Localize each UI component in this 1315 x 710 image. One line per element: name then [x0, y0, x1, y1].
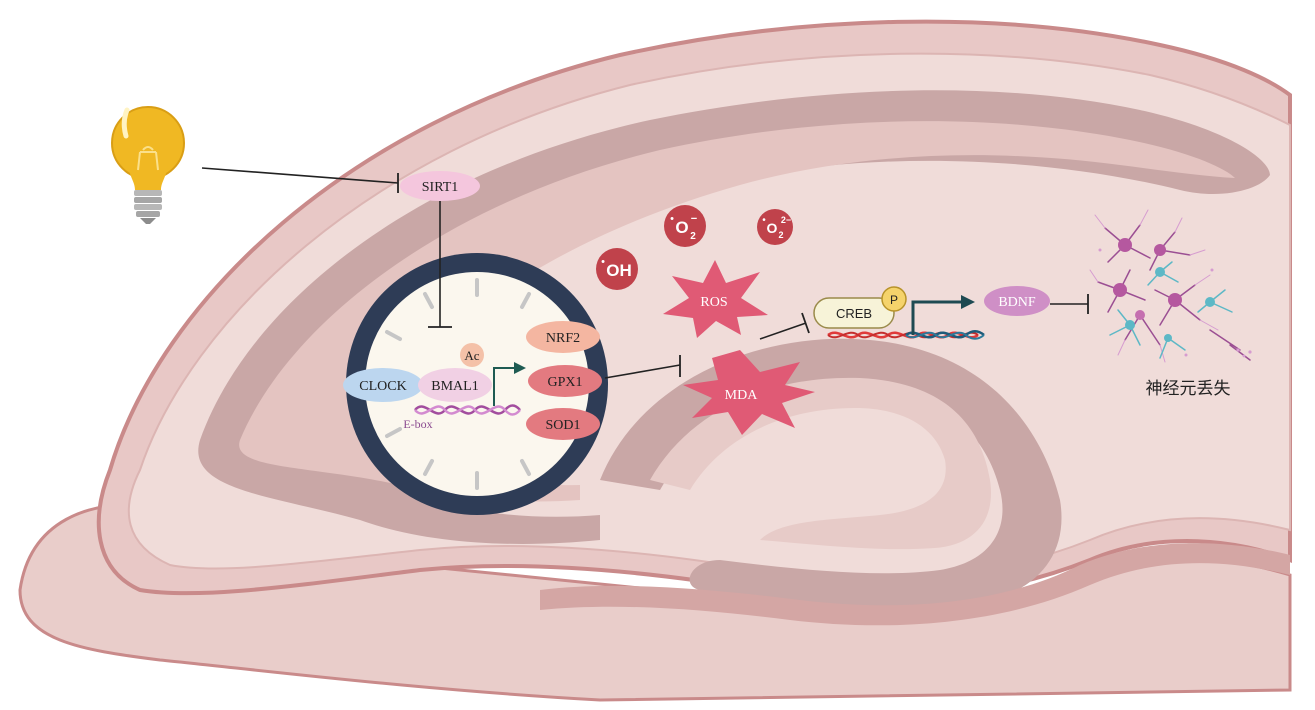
ebox-label: E-box	[403, 417, 432, 431]
bmal1-label: BMAL1	[431, 379, 478, 394]
dna-helix-icon: E-box	[403, 404, 521, 431]
light-bulb-icon	[111, 106, 185, 224]
ros-label: ROS	[700, 295, 727, 310]
hydroxyl-label: OH	[606, 261, 632, 280]
bmal1-node: BMAL1	[418, 368, 492, 402]
brain-section	[18, 19, 1292, 702]
creb-node: CREB	[813, 297, 895, 329]
neuron-cluster-icon	[1089, 209, 1252, 363]
ros-star: ROS	[663, 260, 768, 338]
creb-dna-helix	[827, 330, 985, 340]
peroxide-sup: 2−	[781, 215, 791, 225]
sod1-node: SOD1	[526, 408, 600, 440]
neuron-loss-label: 神经元丢失	[1146, 379, 1231, 399]
phospho-label: P	[890, 293, 898, 307]
acetyl-node: Ac	[460, 343, 484, 367]
peroxide-radical: • O 2 2−	[757, 209, 793, 245]
nrf2-label: NRF2	[546, 331, 580, 346]
peroxide-base: O	[767, 220, 778, 236]
phospho-node: P	[881, 286, 907, 312]
bdnf-label: BDNF	[998, 295, 1036, 310]
bmal1-activates-targets-arrow	[493, 362, 526, 406]
creb-activates-bdnf-arrow	[911, 295, 975, 335]
brain-ca-band	[198, 90, 1270, 544]
superoxide-base: O	[675, 218, 688, 237]
brain-lower-band	[540, 543, 1290, 626]
mda-star: MDA	[683, 350, 815, 435]
superoxide-sub: 2	[690, 231, 696, 242]
brain-ca-inner	[239, 121, 1235, 502]
hydroxyl-dot: •	[601, 256, 605, 268]
peroxide-sub: 2	[778, 230, 783, 240]
gpx1-node: GPX1	[528, 365, 602, 397]
nrf2-node: NRF2	[526, 321, 600, 353]
peroxide-dot: •	[762, 215, 766, 226]
superoxide-sup: −	[691, 213, 697, 225]
bulb-inhibits-sirt1-edge	[201, 167, 399, 193]
sirt1-label: SIRT1	[422, 180, 459, 195]
hydroxyl-radical: • OH	[596, 248, 638, 290]
bdnf-inhibits-neuron-loss-edge	[1050, 294, 1089, 314]
ros-inhibits-creb-edge	[759, 312, 810, 340]
superoxide-dot: •	[670, 213, 674, 225]
acetyl-label: Ac	[464, 348, 479, 363]
mda-label: MDA	[725, 388, 759, 403]
gpx1-label: GPX1	[547, 375, 582, 390]
sirt1-node: SIRT1	[400, 171, 480, 201]
bdnf-node: BDNF	[984, 286, 1050, 316]
clock-protein-label: CLOCK	[359, 379, 406, 394]
superoxide-radical: • O 2 −	[664, 205, 706, 247]
creb-label: CREB	[836, 306, 872, 321]
clock-protein-node: CLOCK	[343, 368, 423, 402]
antioxidant-inhibits-ros-edge	[604, 355, 681, 379]
sirt1-inhibits-bmal1-edge	[428, 201, 452, 328]
sod1-label: SOD1	[545, 418, 580, 433]
